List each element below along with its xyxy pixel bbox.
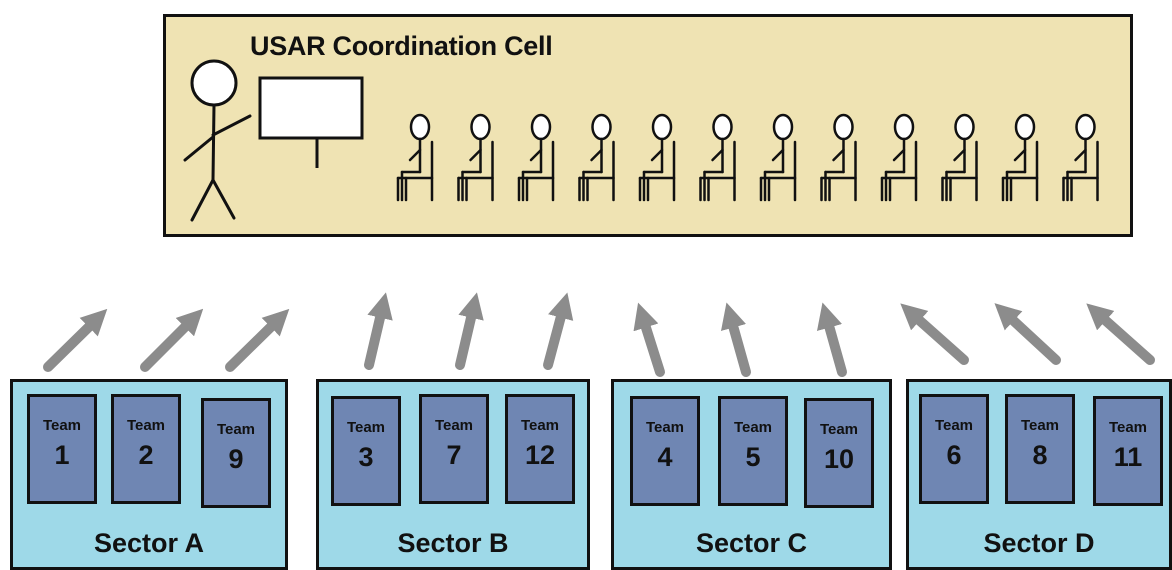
- seated-figure: [578, 113, 615, 202]
- seated-figure: [457, 113, 494, 202]
- upward-arrow: [225, 308, 290, 372]
- team-number: 1: [54, 440, 70, 470]
- sector-c: Team 4 Team 5 Team 10 Sector C: [611, 379, 892, 570]
- seated-figures: [396, 113, 1099, 202]
- seated-figure: [699, 113, 736, 202]
- team-number: 3: [358, 442, 374, 472]
- team-word: Team: [934, 417, 974, 434]
- team-card: Team 4: [630, 396, 700, 506]
- team-number: 10: [823, 444, 855, 474]
- sector-label: Sector A: [93, 528, 205, 558]
- cell-title: USAR Coordination Cell: [250, 31, 553, 61]
- team-word: Team: [216, 421, 256, 438]
- team-word: Team: [1108, 419, 1148, 436]
- team-word: Team: [819, 421, 859, 438]
- seated-figure: [1001, 113, 1039, 202]
- upward-arrow: [364, 292, 393, 370]
- team-number: 8: [1032, 440, 1048, 470]
- upward-arrow: [543, 292, 574, 370]
- team-number: 12: [524, 440, 556, 470]
- seated-figure: [638, 113, 676, 202]
- seated-figure: [1062, 113, 1099, 202]
- seated-figure: [820, 113, 857, 202]
- team-word: Team: [126, 417, 166, 434]
- team-card: Team 3: [331, 396, 401, 506]
- team-number: 2: [138, 440, 154, 470]
- sector-label: Sector B: [397, 528, 509, 558]
- sector-b: Team 3 Team 7 Team 12 Sector B: [316, 379, 590, 570]
- upward-arrow: [720, 302, 751, 377]
- seated-figure: [880, 113, 918, 202]
- sector-a: Team 1 Team 2 Team 9 Sector A: [10, 379, 288, 570]
- team-word: Team: [42, 417, 82, 434]
- team-card: Team 10: [804, 398, 874, 508]
- upward-arrow: [455, 292, 484, 370]
- team-card: Team 5: [718, 396, 788, 506]
- upward-arrow: [140, 308, 204, 372]
- team-word: Team: [1020, 417, 1060, 434]
- team-word: Team: [520, 417, 560, 434]
- seated-figure: [517, 113, 555, 202]
- team-number: 5: [745, 442, 761, 472]
- seated-figure: [759, 113, 797, 202]
- upward-arrow: [1086, 303, 1155, 365]
- team-number: 6: [946, 440, 962, 470]
- team-word: Team: [645, 419, 685, 436]
- team-card: Team 6: [919, 394, 989, 504]
- team-card: Team 2: [111, 394, 181, 504]
- seated-figure: [396, 113, 434, 202]
- team-card: Team 7: [419, 394, 489, 504]
- upward-arrow: [43, 308, 108, 372]
- presentation-board: [258, 76, 364, 168]
- team-card: Team 1: [27, 394, 97, 504]
- team-word: Team: [346, 419, 386, 436]
- team-card: Team 9: [201, 398, 271, 508]
- upward-arrow: [900, 303, 969, 365]
- team-word: Team: [733, 419, 773, 436]
- sector-label: Sector D: [983, 528, 1095, 558]
- people-illustration: [183, 59, 1099, 222]
- team-word: Team: [434, 417, 474, 434]
- sector-d: Team 6 Team 8 Team 11 Sector D: [906, 379, 1172, 570]
- team-card: Team 8: [1005, 394, 1075, 504]
- sector-label: Sector C: [695, 528, 808, 558]
- upward-arrow: [633, 302, 665, 377]
- upward-arrow: [816, 302, 847, 377]
- team-card: Team 11: [1093, 396, 1163, 506]
- upward-arrow: [994, 303, 1061, 365]
- seated-figure: [941, 113, 978, 202]
- team-number: 9: [228, 444, 244, 474]
- team-card: Team 12: [505, 394, 575, 504]
- team-number: 11: [1113, 442, 1143, 472]
- presenter-figure: [183, 59, 252, 222]
- team-number: 4: [657, 442, 673, 472]
- team-number: 7: [446, 440, 462, 470]
